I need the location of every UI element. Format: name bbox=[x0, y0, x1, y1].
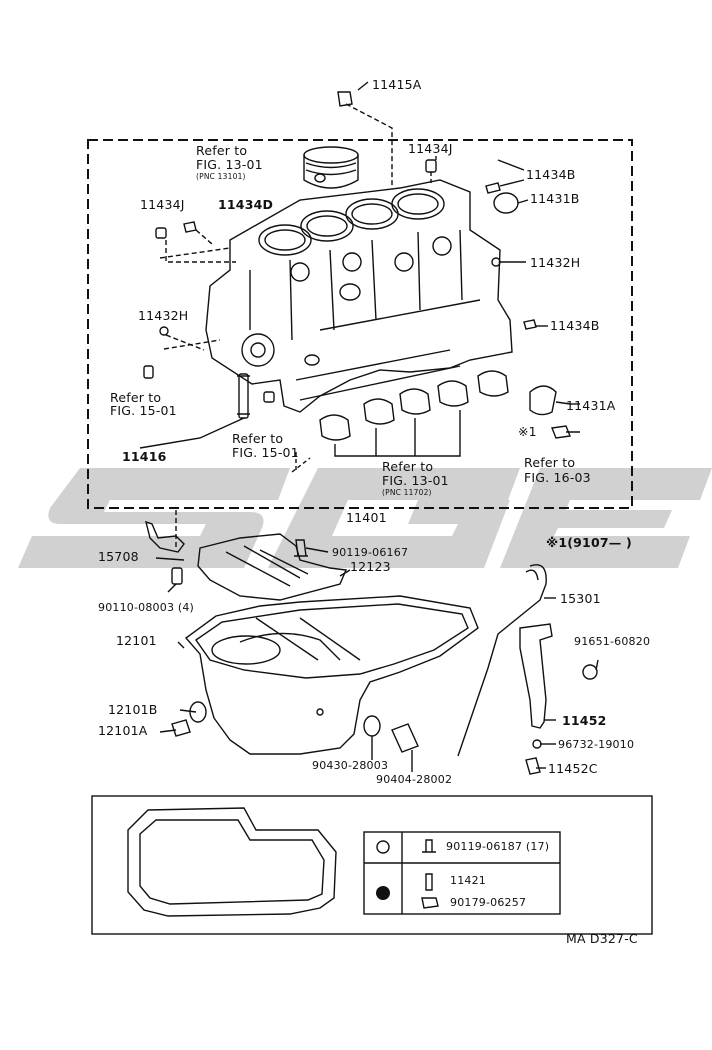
bolt-11415a bbox=[337, 91, 353, 107]
label-12101a: 12101A bbox=[98, 723, 148, 738]
piston bbox=[303, 146, 359, 189]
label-refer-fig16-b: FIG. 16-03 bbox=[524, 470, 591, 485]
plug-90404 bbox=[391, 723, 419, 753]
dowel-refer15 bbox=[143, 365, 154, 379]
dipstick-guide-11452 bbox=[519, 623, 553, 729]
drawing-code: MA D327-C bbox=[566, 931, 638, 946]
label-star-mark: ※1 bbox=[518, 424, 537, 439]
oil-strainer-15708 bbox=[145, 520, 185, 553]
oil-pan-12101 bbox=[184, 595, 479, 755]
pin-11434j-left bbox=[155, 227, 167, 239]
label-refer-fig13-top-b: FIG. 13-01 bbox=[196, 157, 263, 172]
label-11432h-right: 11432H bbox=[530, 255, 581, 270]
label-refer-fig16-a: Refer to bbox=[524, 455, 576, 470]
legend-table bbox=[363, 831, 561, 915]
watermark-letter-g bbox=[268, 468, 520, 568]
bolt-star bbox=[551, 425, 580, 439]
label-footnote: ※1(9107— ) bbox=[546, 535, 632, 550]
dowel-bottom bbox=[263, 391, 275, 403]
plug-11431b bbox=[493, 192, 519, 214]
legend-open-circle-part: 90119-06187 (17) bbox=[446, 840, 550, 853]
label-15708: 15708 bbox=[98, 549, 139, 564]
gasket-90430 bbox=[363, 715, 381, 737]
label-11452: 11452 bbox=[562, 713, 607, 728]
watermark-letter-e bbox=[500, 468, 712, 568]
label-11415a: 11415A bbox=[372, 77, 422, 92]
label-refer-fig15-a-1: Refer to bbox=[110, 390, 162, 405]
label-11434d: 11434D bbox=[218, 197, 274, 212]
pin-11434b-right bbox=[523, 319, 537, 330]
bearing-set bbox=[319, 370, 509, 457]
label-refer-fig13-bot-a: Refer to bbox=[382, 459, 434, 474]
label-11434j-top: 11434J bbox=[408, 141, 453, 156]
legend-filled-circle bbox=[376, 886, 390, 900]
label-11434b-top: 11434B bbox=[526, 167, 576, 182]
pin-11434b-top bbox=[485, 182, 501, 194]
label-11434b-right: 11434B bbox=[550, 318, 600, 333]
bolt-90110 bbox=[171, 567, 183, 585]
label-refer-fig13-top-pnc: (PNC 13101) bbox=[196, 172, 246, 181]
label-11401: 11401 bbox=[346, 510, 387, 525]
label-90119-06167: 90119-06167 bbox=[332, 546, 409, 559]
legend-nut-icon bbox=[421, 897, 439, 909]
bolt-90119-06167 bbox=[294, 539, 308, 557]
label-90110-08003: 90110-08003 (4) bbox=[98, 601, 195, 614]
o-ring-96732 bbox=[532, 739, 542, 749]
label-91651-60820: 91651-60820 bbox=[574, 635, 651, 648]
label-refer-fig13-bot-pnc: (PNC 11702) bbox=[382, 488, 432, 497]
gasket-12101b bbox=[189, 701, 207, 723]
pin-11434d bbox=[183, 221, 197, 233]
engine-block-group-border bbox=[87, 139, 633, 509]
label-12101b: 12101B bbox=[108, 702, 158, 717]
pin-11434j-top bbox=[425, 159, 437, 173]
cylinder-block bbox=[205, 179, 513, 413]
label-11452c: 11452C bbox=[548, 761, 598, 776]
label-refer-fig15-b-2: FIG. 15-01 bbox=[232, 445, 299, 460]
legend-filled-circle-part-1: 11421 bbox=[450, 874, 486, 887]
label-90430-28003: 90430-28003 bbox=[312, 759, 389, 772]
label-15301: 15301 bbox=[560, 591, 601, 606]
plug-11432h-right bbox=[491, 257, 501, 267]
label-refer-fig15-a-2: FIG. 15-01 bbox=[110, 403, 177, 418]
bolt-11452c bbox=[525, 757, 541, 775]
dipstick-15301 bbox=[457, 564, 547, 757]
label-refer-fig13-bot-b: FIG. 13-01 bbox=[382, 473, 449, 488]
plug-11432h-left bbox=[159, 326, 169, 336]
label-refer-fig15-b-1: Refer to bbox=[232, 431, 284, 446]
label-96732-19010: 96732-19010 bbox=[558, 738, 635, 751]
legend-stud-icon bbox=[425, 873, 433, 891]
stud-11416 bbox=[139, 373, 250, 449]
label-12101: 12101 bbox=[116, 633, 157, 648]
legend-filled-circle-part-2: 90179-06257 bbox=[450, 896, 527, 909]
gasket-detail-box bbox=[91, 795, 653, 935]
plug-12101a bbox=[171, 719, 191, 737]
oil-pan-gasket-outline bbox=[127, 807, 337, 917]
label-12123: 12123 bbox=[350, 559, 391, 574]
label-11432h-left: 11432H bbox=[138, 308, 189, 323]
plug-11431a bbox=[529, 385, 557, 416]
legend-bolt-icon bbox=[422, 839, 436, 853]
legend-open-circle bbox=[376, 840, 390, 854]
label-refer-fig13-top-a: Refer to bbox=[196, 143, 248, 158]
label-90404-28002: 90404-28002 bbox=[376, 773, 453, 786]
label-11431a: 11431A bbox=[566, 398, 616, 413]
baffle-plate-12123 bbox=[197, 533, 348, 601]
label-11416: 11416 bbox=[122, 449, 167, 464]
label-11431b: 11431B bbox=[530, 191, 580, 206]
label-11434j-left: 11434J bbox=[140, 197, 185, 212]
o-ring-91651 bbox=[582, 664, 598, 680]
